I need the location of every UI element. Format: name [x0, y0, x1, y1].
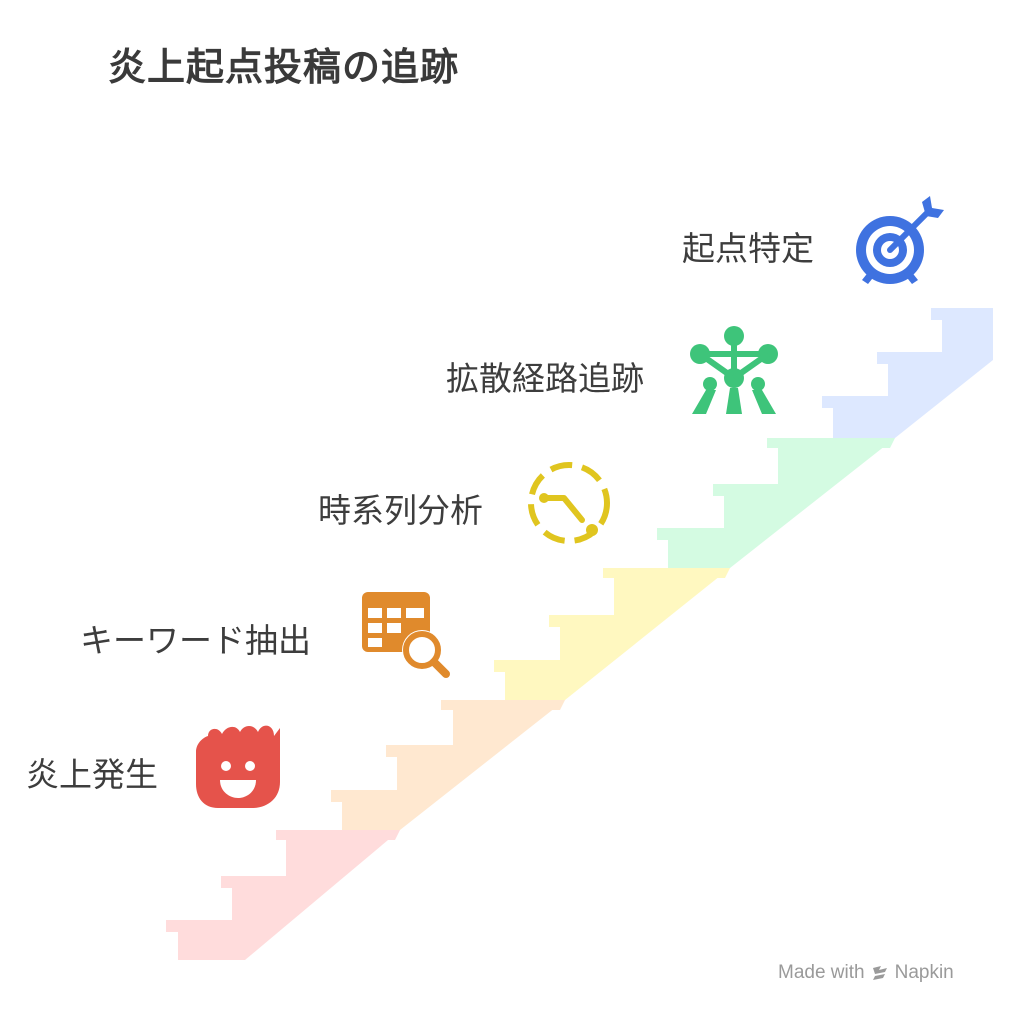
- page-title: 炎上起点投稿の追跡: [108, 45, 460, 89]
- stair-segment-2: [331, 700, 565, 830]
- stair-segment-5: [822, 308, 993, 438]
- timeline-circle-icon: [528, 462, 610, 544]
- step-label-keyword-extraction: キーワード抽出: [80, 621, 311, 660]
- stair-segment-1: [166, 830, 400, 960]
- step-label-spread-tracking: 拡散経路追跡: [446, 359, 644, 398]
- stair-segment-3: [494, 568, 730, 700]
- step-label-origin-identified: 起点特定: [682, 229, 814, 268]
- watermark-brand: Napkin: [894, 962, 954, 983]
- napkin-logo-icon: [872, 966, 887, 980]
- napkin-watermark[interactable]: Made with Napkin: [778, 962, 954, 984]
- target-arrow-icon: [856, 196, 944, 284]
- flame-face-icon: [196, 725, 280, 808]
- stair-segment-4: [657, 438, 895, 568]
- tower-network-icon: [690, 326, 778, 414]
- step-label-time-series: 時系列分析: [318, 491, 483, 530]
- watermark-prefix: Made with: [778, 962, 865, 983]
- step-label-outbreak: 炎上発生: [26, 755, 158, 794]
- table-search-icon: [362, 592, 450, 678]
